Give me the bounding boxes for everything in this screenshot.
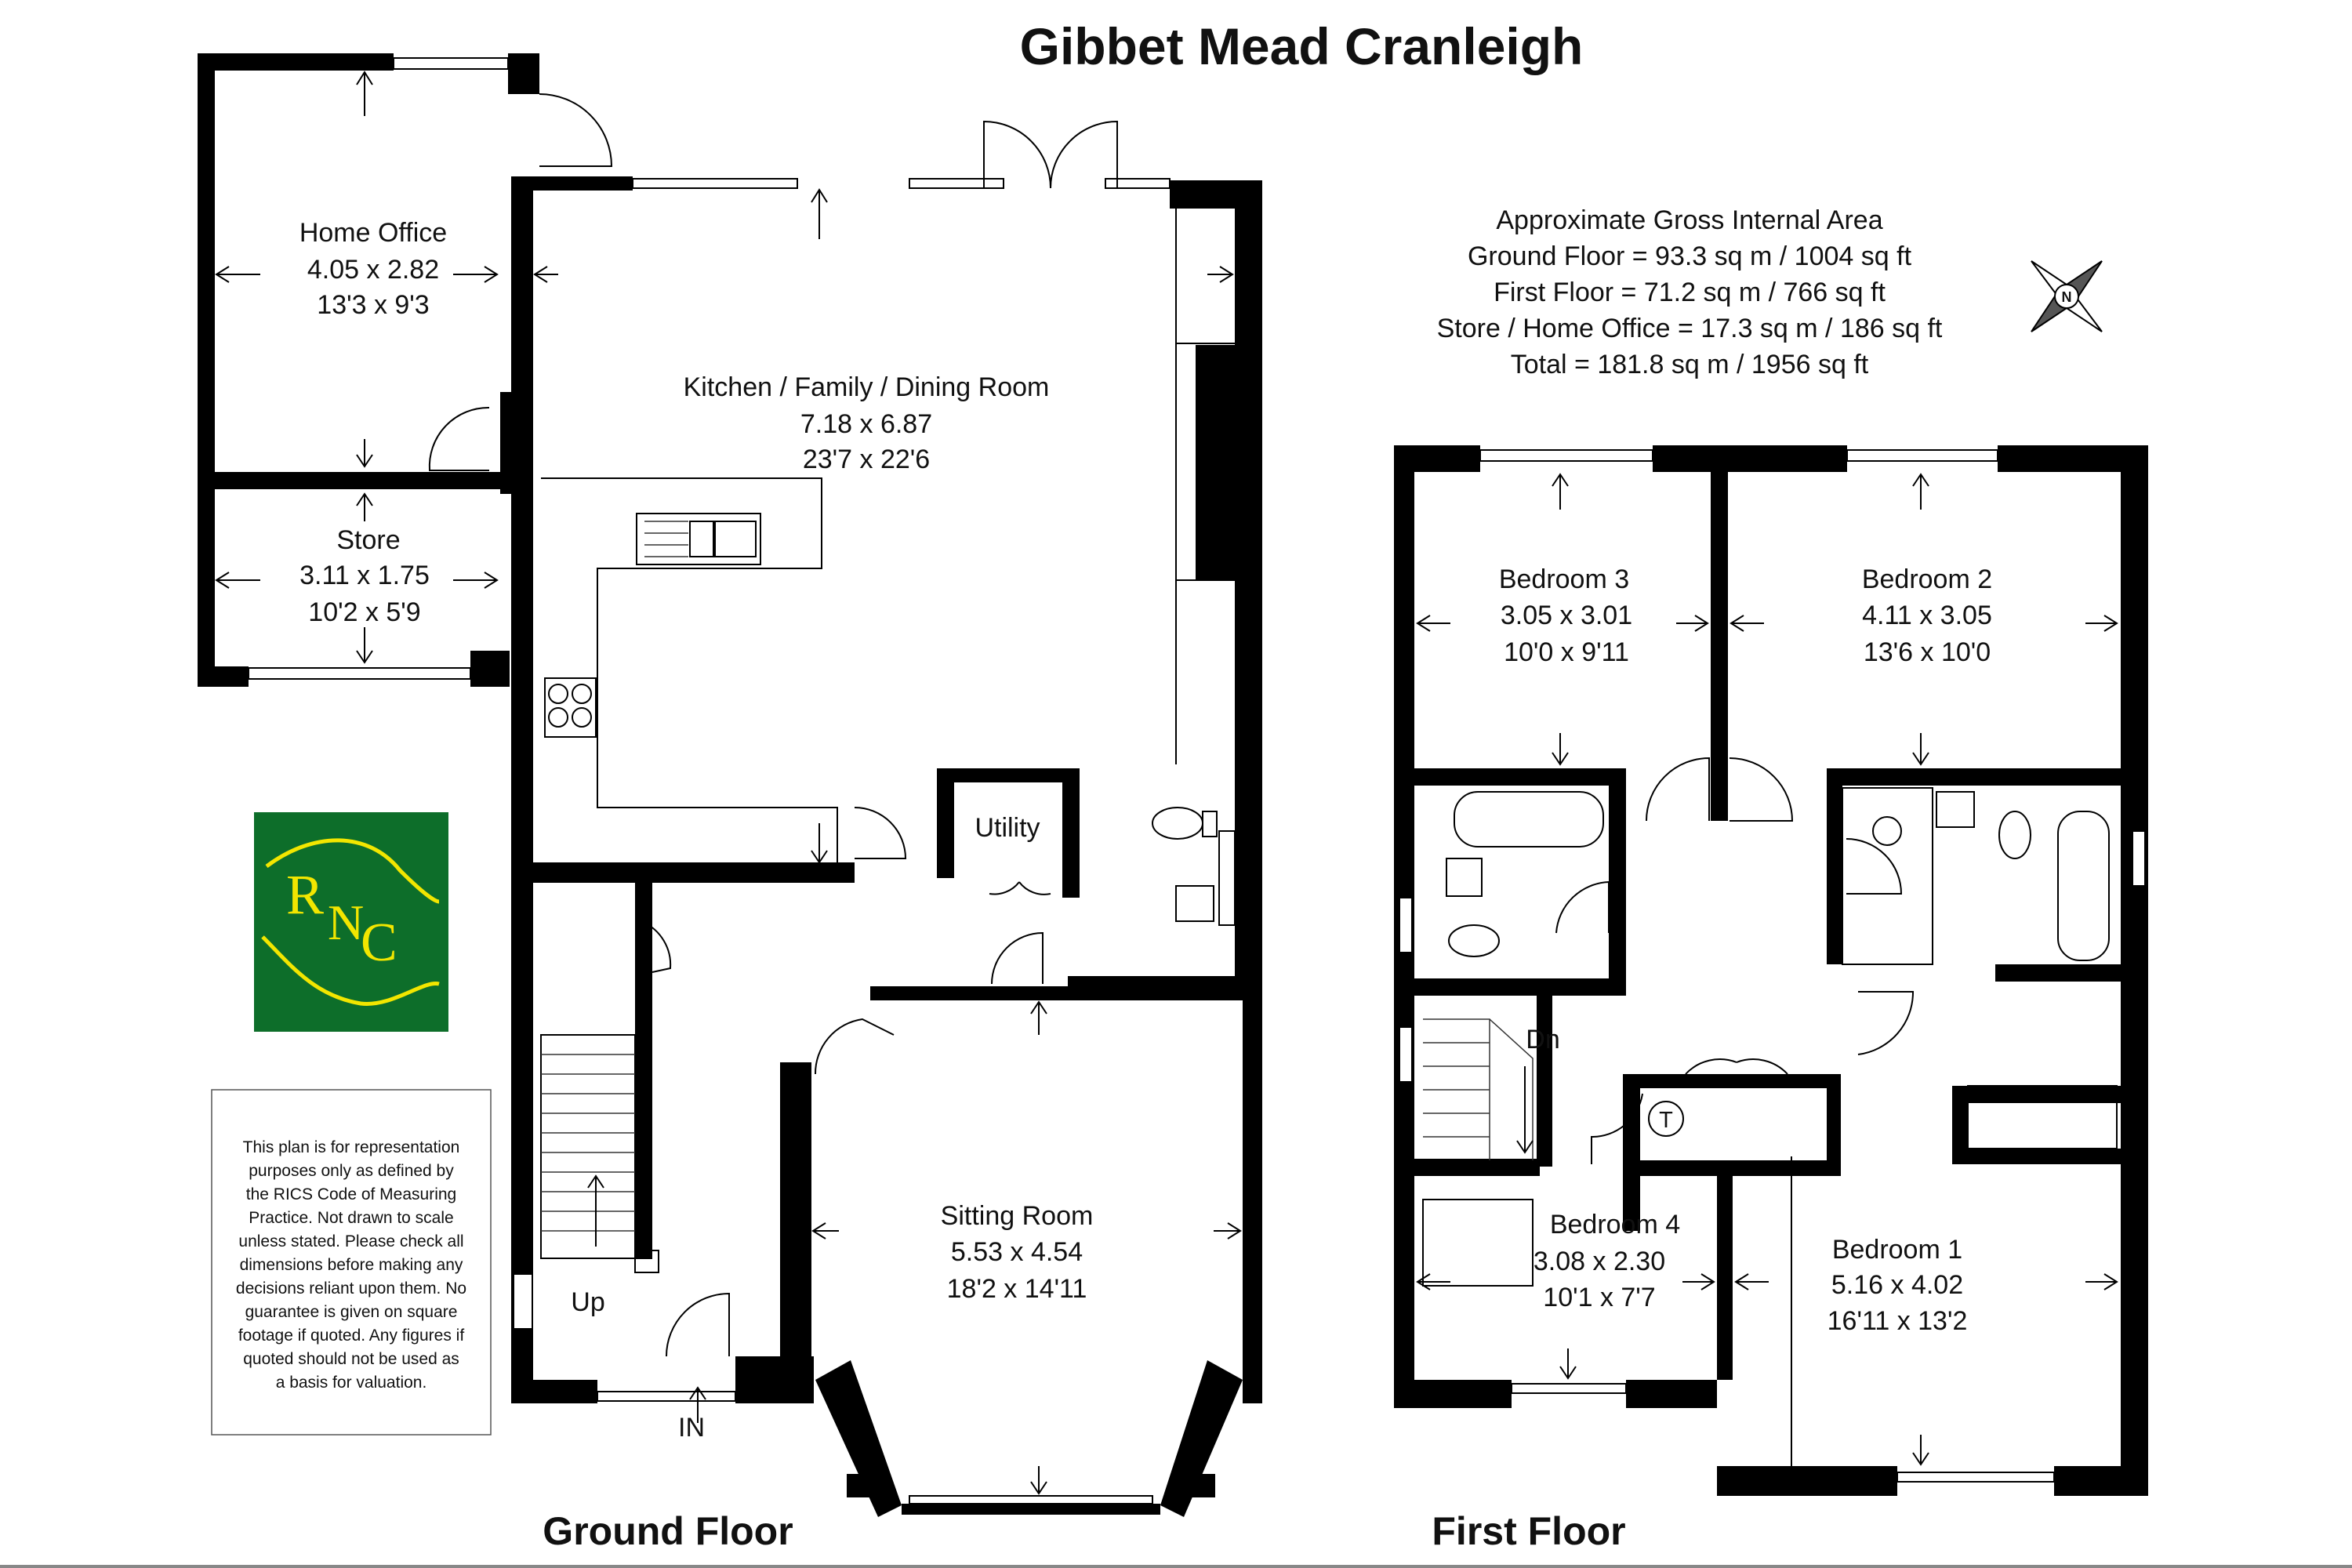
svg-text:footage if quoted. Any figures: footage if quoted. Any figures if: [238, 1327, 465, 1345]
room-metric: 3.11 x 1.75: [299, 561, 430, 590]
ground-floor-walls: [198, 53, 1262, 1517]
room-imperial: 10'2 x 5'9: [308, 597, 420, 627]
svg-text:the RICS Code of Measuring: the RICS Code of Measuring: [246, 1185, 456, 1203]
room-metric: 7.18 x 6.87: [800, 409, 932, 439]
room-store: Store 3.11 x 1.75 10'2 x 5'9: [299, 525, 430, 627]
room-name: Kitchen / Family / Dining Room: [684, 372, 1050, 402]
room-name: Sitting Room: [941, 1201, 1094, 1231]
room-metric: 5.16 x 4.02: [1831, 1270, 1963, 1300]
room-metric: 4.05 x 2.82: [307, 255, 439, 285]
first-floor-dimension-arrows: [1416, 473, 2118, 1466]
tank-icon: [1648, 1101, 1684, 1137]
room-imperial: 13'6 x 10'0: [1864, 637, 1991, 667]
room-metric: 4.11 x 3.05: [1862, 601, 1992, 630]
room-kitchen: Kitchen / Family / Dining Room 7.18 x 6.…: [684, 372, 1050, 474]
room-imperial: 16'11 x 13'2: [1828, 1306, 1968, 1336]
first-floor-label: First Floor: [1432, 1509, 1625, 1553]
disclaimer: This plan is for representation purposes…: [211, 1089, 492, 1436]
svg-text:quoted should not be used as: quoted should not be used as: [243, 1350, 459, 1368]
room-home-office: Home Office 4.05 x 2.82 13'3 x 9'3: [299, 218, 447, 320]
room-utility: Utility: [975, 813, 1040, 843]
room-metric: 5.53 x 4.54: [951, 1237, 1083, 1267]
first-floor-walls: [1394, 445, 2148, 1496]
bottom-border: [0, 1565, 2352, 1568]
room-name: Bedroom 1: [1832, 1235, 1962, 1265]
room-imperial: 10'1 x 7'7: [1543, 1283, 1655, 1312]
svg-text:guarantee is given on square: guarantee is given on square: [245, 1303, 458, 1321]
stairs-down-label: Dn: [1526, 1025, 1559, 1054]
svg-text:Practice. Not drawn to scale: Practice. Not drawn to scale: [249, 1209, 453, 1227]
area-line: First Floor = 71.2 sq m / 766 sq ft: [1494, 278, 1886, 307]
ground-floor-label: Ground Floor: [543, 1509, 793, 1553]
room-name: Store: [336, 525, 400, 555]
room-imperial: 13'3 x 9'3: [317, 290, 429, 320]
svg-text:dimensions before making any: dimensions before making any: [240, 1256, 463, 1274]
first-floor-openings: [1399, 449, 2146, 1483]
compass-icon: N: [2031, 260, 2103, 332]
room-bedroom-3: Bedroom 3 3.05 x 3.01 10'0 x 9'11: [1499, 564, 1632, 667]
room-metric: 3.05 x 3.01: [1501, 601, 1632, 630]
room-labels: Home Office 4.05 x 2.82 13'3 x 9'3 Store…: [299, 218, 1992, 1443]
logo-letter: R: [286, 863, 324, 926]
room-name: Bedroom 4: [1550, 1210, 1680, 1240]
svg-text:This plan is for representatio: This plan is for representation: [243, 1138, 460, 1156]
room-sitting: Sitting Room 5.53 x 4.54 18'2 x 14'11: [941, 1201, 1094, 1304]
stairs-up-label: Up: [571, 1287, 604, 1317]
svg-text:decisions reliant upon them. N: decisions reliant upon them. No: [236, 1279, 466, 1298]
ground-floor-openings: [248, 57, 1236, 1504]
logo-letter: C: [361, 913, 397, 973]
logo-letter: N: [328, 895, 364, 950]
room-bedroom-1: Bedroom 1 5.16 x 4.02 16'11 x 13'2: [1828, 1235, 1968, 1336]
room-name: Home Office: [299, 218, 447, 248]
area-line: Ground Floor = 93.3 sq m / 1004 sq ft: [1468, 241, 1912, 271]
ground-floor-dimension-arrows: [215, 71, 1242, 1495]
svg-text:purposes only as defined by: purposes only as defined by: [249, 1162, 454, 1180]
entrance-label: IN: [678, 1413, 705, 1443]
compass-label: N: [2062, 289, 2072, 305]
plan-title: Gibbet Mead Cranleigh: [1020, 17, 1584, 75]
svg-text:a basis for valuation.: a basis for valuation.: [276, 1374, 427, 1392]
room-imperial: 23'7 x 22'6: [803, 445, 930, 474]
area-summary: Approximate Gross Internal Area Ground F…: [1437, 205, 1943, 379]
room-bedroom-2: Bedroom 2 4.11 x 3.05 13'6 x 10'0: [1862, 564, 1992, 667]
tank-label: T: [1659, 1108, 1673, 1133]
room-name: Bedroom 2: [1862, 564, 1992, 594]
area-line: Store / Home Office = 17.3 sq m / 186 sq…: [1437, 314, 1943, 343]
room-bedroom-4: Bedroom 4 3.08 x 2.30 10'1 x 7'7: [1534, 1210, 1680, 1312]
area-line: Total = 181.8 sq m / 1956 sq ft: [1511, 350, 1869, 379]
room-metric: 3.08 x 2.30: [1534, 1247, 1665, 1276]
area-heading: Approximate Gross Internal Area: [1496, 205, 1882, 235]
room-imperial: 18'2 x 14'11: [947, 1274, 1087, 1304]
svg-text:unless stated. Please check al: unless stated. Please check all: [238, 1232, 463, 1250]
room-name: Bedroom 3: [1499, 564, 1629, 594]
rnc-logo: R N C: [254, 812, 448, 1032]
room-imperial: 10'0 x 9'11: [1504, 637, 1629, 667]
